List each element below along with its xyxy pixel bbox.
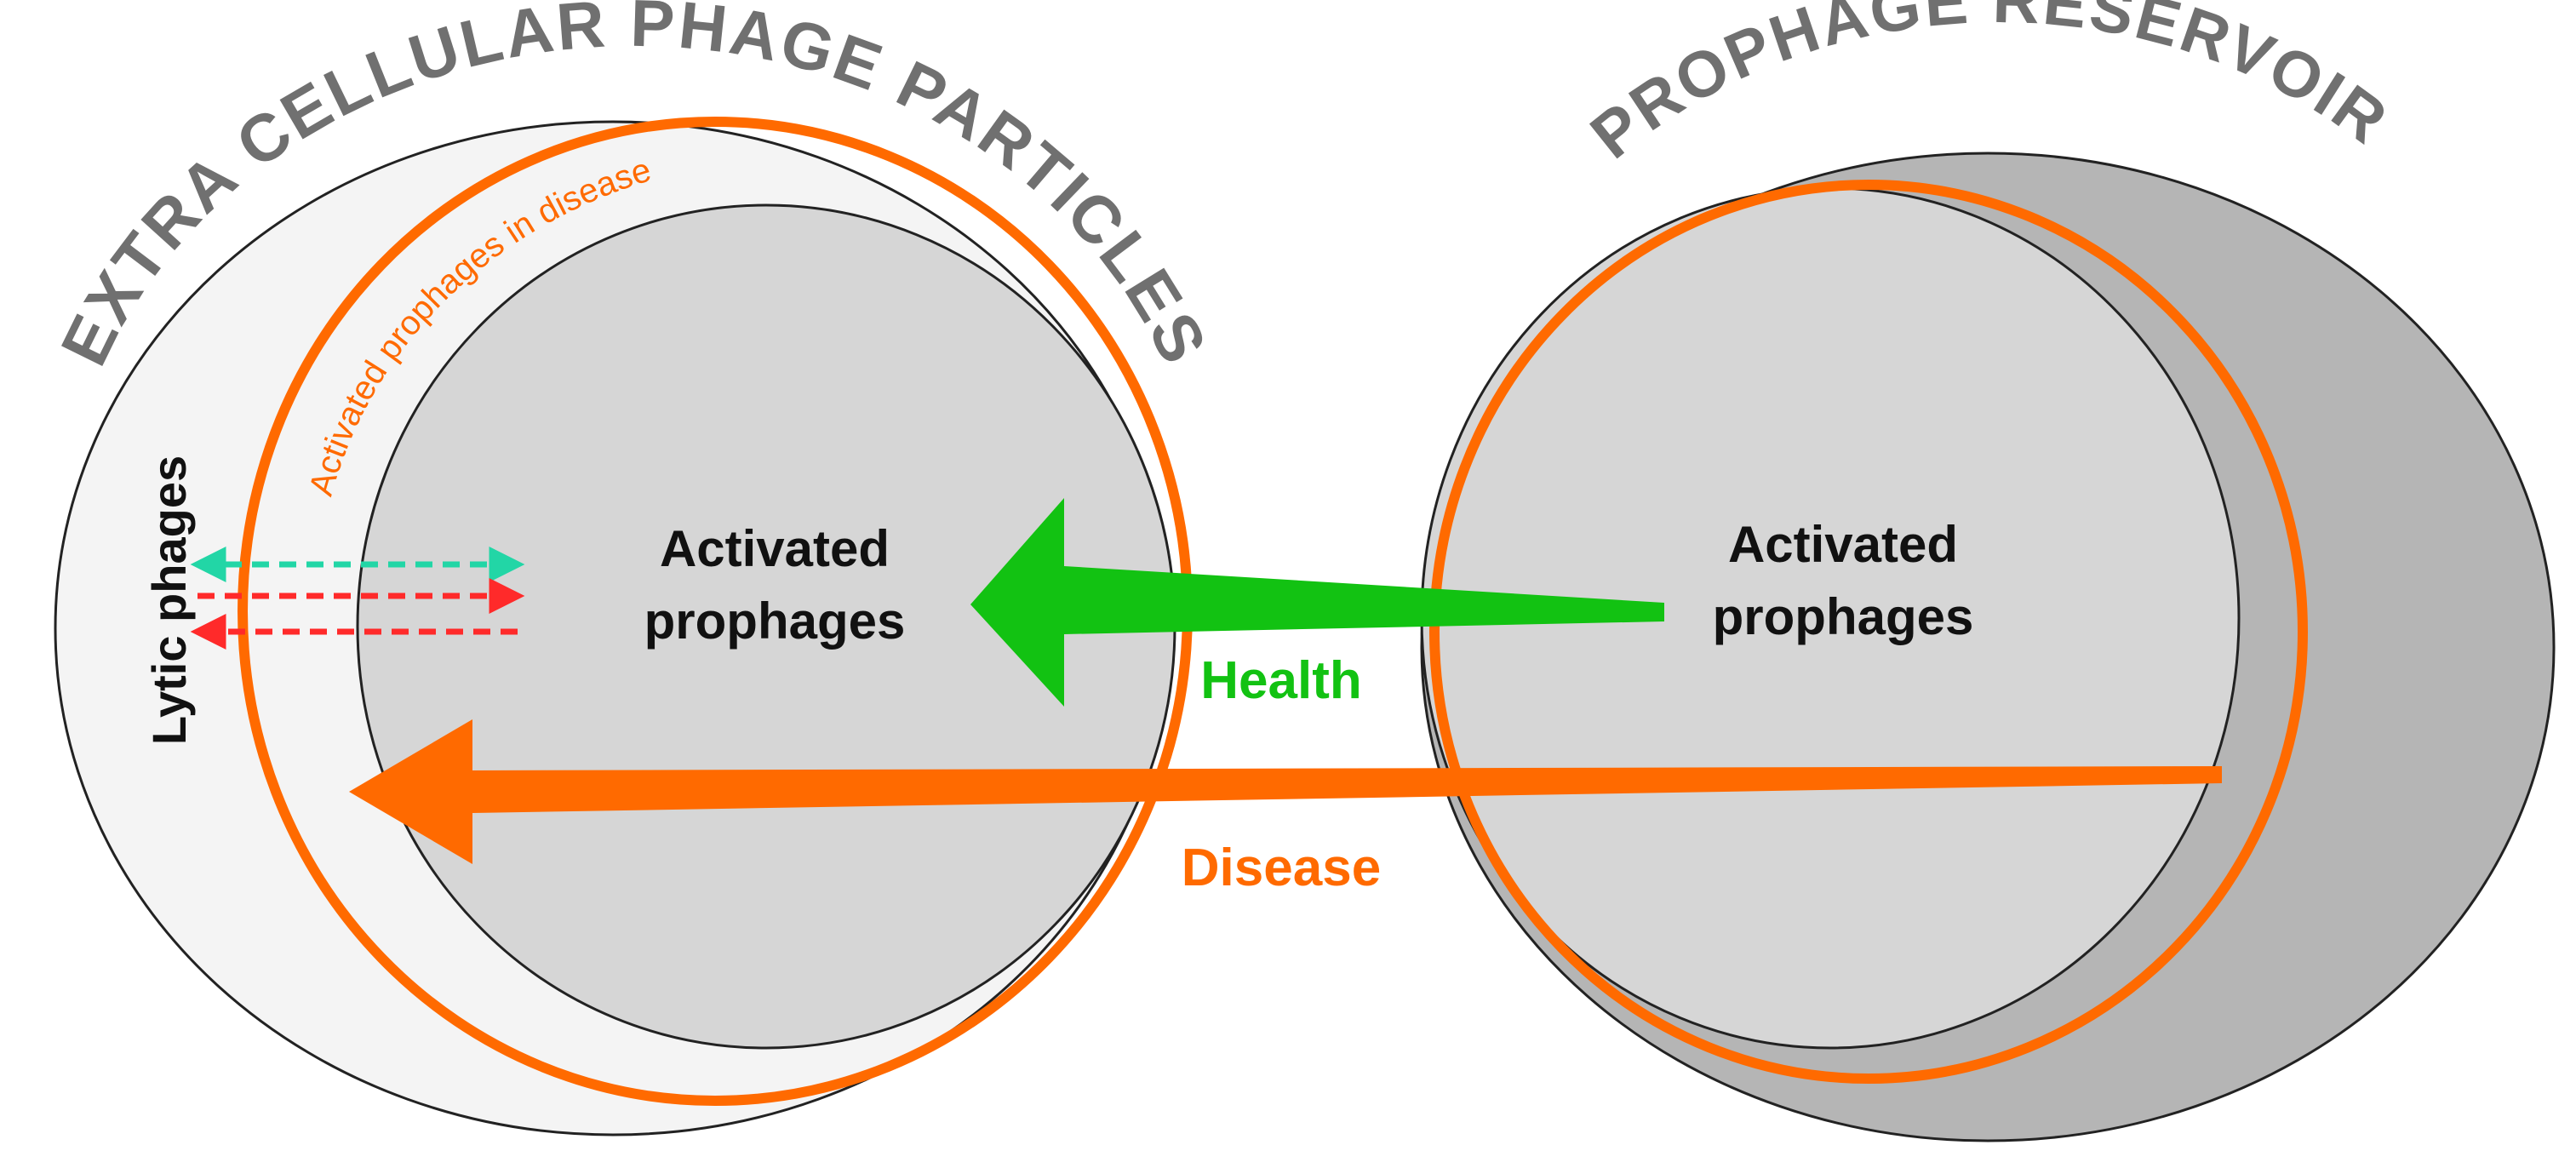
lytic-phages-label: Lytic phages <box>142 455 196 745</box>
disease-arrow <box>349 719 2222 864</box>
left-activated-label-line1: Activated <box>660 520 890 577</box>
disease-label: Disease <box>1182 839 1381 897</box>
health-arrow <box>970 498 1664 707</box>
reservoir-orange-ring <box>1429 180 2308 1084</box>
health-label: Health <box>1200 651 1361 710</box>
left-activated-label-line2: prophages <box>644 593 906 650</box>
reservoir-title: PROPHAGE RESERVOIR <box>1577 0 2401 173</box>
right-activated-label-line2: prophages <box>1713 588 1974 645</box>
right-activated-label-line1: Activated <box>1728 516 1958 573</box>
